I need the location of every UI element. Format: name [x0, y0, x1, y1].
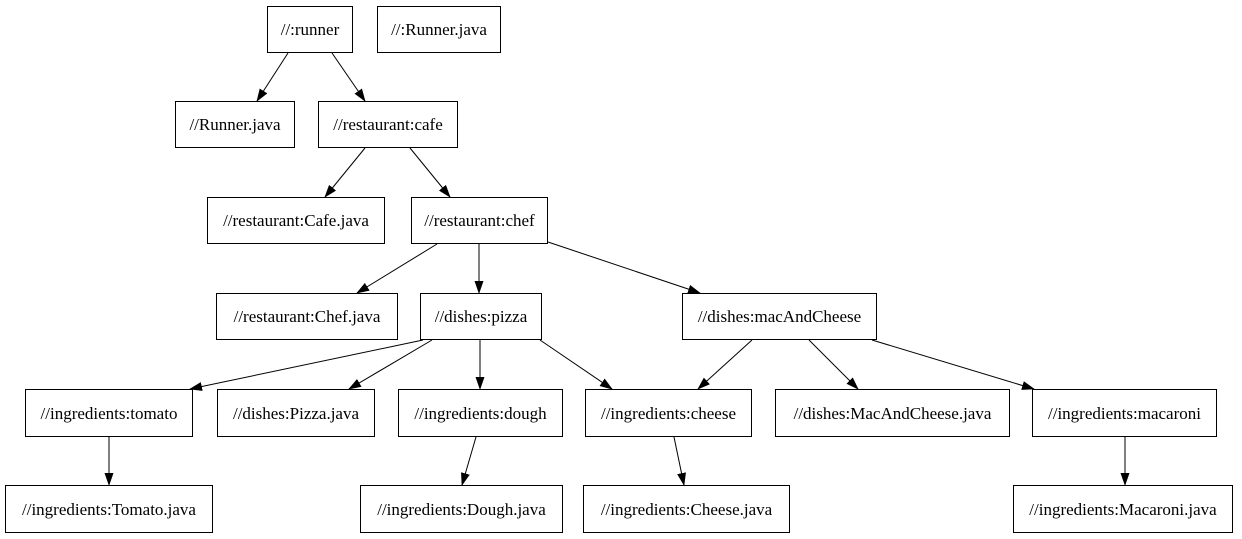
graph-node-label: //:Runner.java	[391, 20, 487, 39]
edge-chef-to-chef-java	[356, 243, 438, 294]
graph-node-label: //restaurant:Cafe.java	[223, 211, 369, 230]
graph-node-pizza-java: //dishes:Pizza.java	[217, 389, 375, 437]
graph-node-label: //dishes:MacAndCheese.java	[793, 403, 992, 423]
graph-node-pizza: //dishes:pizza	[420, 293, 542, 340]
edge-cheese-to-cheese-java	[673, 436, 686, 486]
graph-node-cheese-java: //ingredients:Cheese.java	[583, 485, 790, 533]
edge-mac-and-cheese-to-mac-java	[808, 339, 859, 390]
edge-runner-to-cafe	[331, 52, 366, 102]
graph-node-label: //restaurant:Chef.java	[233, 307, 381, 326]
graph-node-cafe-java: //restaurant:Cafe.java	[207, 197, 385, 244]
graph-node-label: //dishes:macAndCheese	[697, 307, 862, 326]
graph-node-tomato: //ingredients:tomato	[25, 389, 193, 437]
graph-node-dough: //ingredients:dough	[398, 389, 563, 437]
edge-cafe-to-chef	[409, 147, 451, 198]
graph-node-chef: //restaurant:chef	[411, 197, 548, 244]
graph-node-runner-java-src: //:Runner.java	[377, 6, 501, 53]
edge-chef-to-mac-and-cheese	[547, 241, 701, 294]
graph-node-label: //restaurant:chef	[424, 211, 535, 230]
graph-node-runner: //:runner	[267, 6, 353, 53]
edge-mac-and-cheese-to-cheese	[697, 339, 753, 390]
graph-node-cafe: //restaurant:cafe	[318, 101, 458, 148]
graph-node-label: //ingredients:Macaroni.java	[1029, 499, 1217, 519]
graph-node-label: //Runner.java	[189, 115, 281, 134]
graph-node-label: //:runner	[280, 20, 340, 39]
graph-edges	[104, 52, 1130, 486]
edge-cafe-to-cafe-java	[324, 147, 366, 198]
graph-node-label: //ingredients:Dough.java	[377, 499, 546, 519]
graph-node-label: //ingredients:cheese	[600, 403, 736, 423]
edge-pizza-to-cheese	[539, 339, 613, 390]
graph-node-label: //restaurant:cafe	[333, 115, 443, 134]
edge-dough-to-dough-java	[461, 436, 477, 486]
graph-node-cheese: //ingredients:cheese	[585, 389, 752, 437]
graph-node-macaroni-java: //ingredients:Macaroni.java	[1013, 485, 1233, 533]
graph-node-runner-java: //Runner.java	[175, 101, 295, 148]
graph-node-tomato-java: //ingredients:Tomato.java	[5, 485, 213, 533]
graph-node-dough-java: //ingredients:Dough.java	[360, 485, 563, 533]
graph-node-macaroni: //ingredients:macaroni	[1032, 389, 1217, 437]
graph-node-label: //ingredients:Tomato.java	[22, 499, 196, 519]
graph-node-label: //ingredients:Cheese.java	[600, 499, 773, 519]
graph-node-mac-and-cheese: //dishes:macAndCheese	[682, 293, 877, 340]
graph-node-label: //ingredients:macaroni	[1048, 403, 1201, 423]
edge-runner-to-runner-java	[256, 52, 289, 102]
graph-node-label: //ingredients:tomato	[40, 403, 178, 423]
edge-pizza-to-tomato	[189, 339, 424, 391]
graph-node-mac-java: //dishes:MacAndCheese.java	[775, 389, 1010, 437]
graph-node-label: //ingredients:dough	[414, 403, 547, 423]
edge-pizza-to-pizza-java	[348, 339, 433, 390]
graph-node-label: //dishes:Pizza.java	[232, 403, 360, 423]
edge-mac-and-cheese-to-macaroni	[871, 339, 1035, 390]
graph-node-label: //dishes:pizza	[434, 307, 528, 326]
graph-node-chef-java: //restaurant:Chef.java	[216, 293, 398, 340]
